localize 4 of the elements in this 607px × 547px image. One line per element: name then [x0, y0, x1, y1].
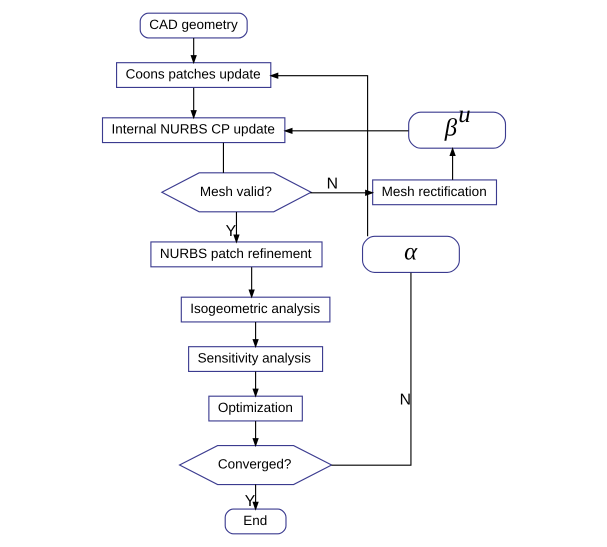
edge-label: Y — [244, 493, 255, 510]
edge-label: Y — [225, 223, 236, 240]
edge-label: N — [399, 391, 410, 408]
edge-label: N — [326, 176, 338, 193]
